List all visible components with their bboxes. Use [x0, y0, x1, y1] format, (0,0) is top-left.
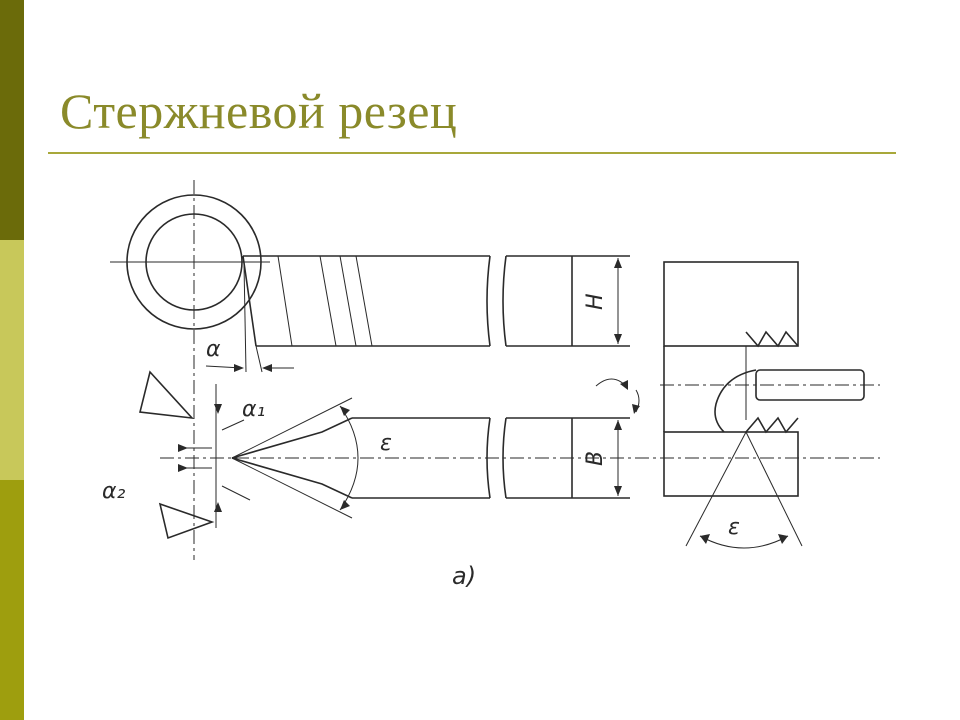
title-underline [48, 152, 896, 154]
label-alpha2: α₂ [102, 479, 126, 504]
slide-title: Стержневой резец [60, 83, 458, 139]
label-alpha1: α₁ [242, 397, 265, 422]
label-subfigure: a) [452, 562, 476, 590]
label-epsilon-main: ε [380, 431, 392, 456]
label-width-B: B [583, 451, 608, 466]
upper-part-section [663, 261, 799, 347]
plan-view: ε B α₁ α₂ [102, 370, 880, 540]
upper-flank-section [139, 370, 195, 420]
rotation-marks [595, 378, 640, 414]
side-bar-middle [0, 240, 24, 480]
lower-part-section [663, 431, 799, 497]
lower-flank-section [158, 502, 215, 540]
label-height-H: H [583, 293, 608, 310]
top-view: H α [110, 180, 630, 560]
side-bar-bottom [0, 480, 24, 720]
thread-section-view: ε [660, 261, 880, 549]
label-alpha: α [206, 337, 221, 362]
label-epsilon-right: ε [728, 515, 740, 540]
side-bar-top [0, 0, 24, 240]
